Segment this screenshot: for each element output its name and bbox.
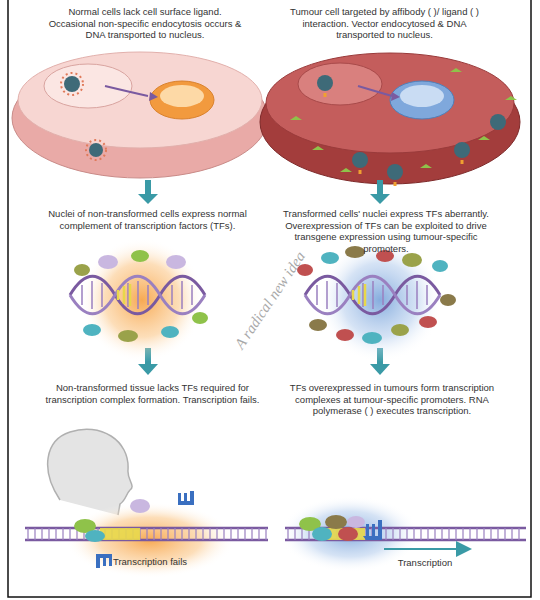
- caption-text: Tumour cell targeted by affibody ( )/ li…: [282, 6, 487, 41]
- outcome-label: Transcription: [380, 557, 470, 569]
- caption-text: TFs overexpressed in tumours form transc…: [282, 382, 502, 417]
- tumour-cell: [260, 53, 520, 186]
- normal-cell: [12, 52, 268, 178]
- nucleus-tfs-tumour: [297, 238, 456, 362]
- dna-tumour: [280, 496, 526, 572]
- frame: [8, 0, 531, 597]
- dna-rungs: [28, 528, 266, 540]
- caption-text: Non-transformed tissue lacks TFs require…: [45, 382, 260, 405]
- outcome-label: Transcription fails: [95, 556, 205, 568]
- watermark: A radical new idea: [212, 220, 328, 379]
- nucleus-tfs-normal: [70, 238, 208, 362]
- head-silhouette: [48, 429, 132, 515]
- caption-text: Nuclei of non-transformed cells express …: [45, 208, 250, 231]
- caption-text: Transformed cells' nuclei express TFs ab…: [275, 208, 497, 254]
- caption-text: Normal cells lack cell surface ligand. O…: [45, 6, 245, 41]
- dna-normal: [25, 491, 268, 578]
- dna-rungs: [288, 528, 519, 540]
